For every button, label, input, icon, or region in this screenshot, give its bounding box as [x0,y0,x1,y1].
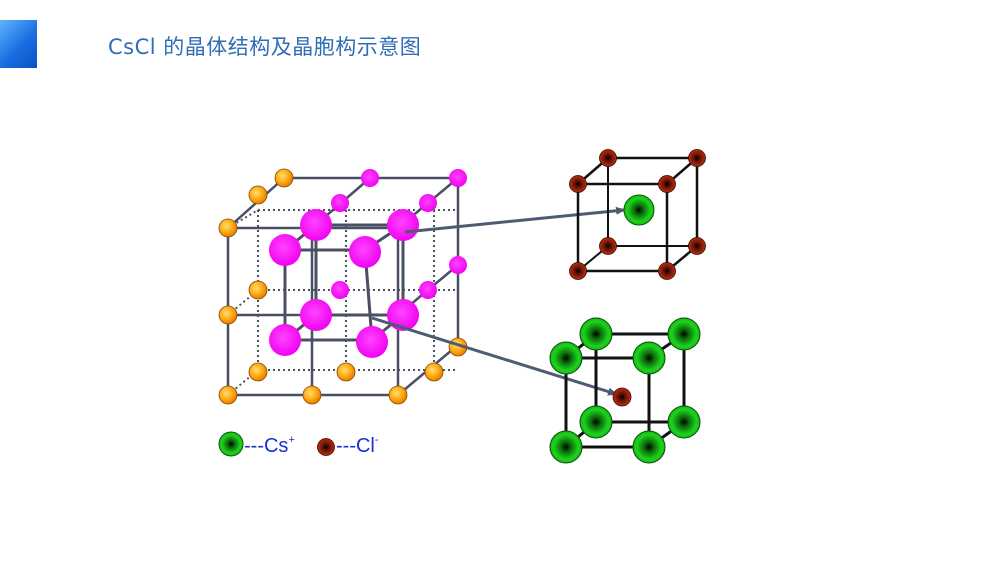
atom-magenta-small [419,194,437,212]
atom-magenta-small [449,256,467,274]
atom-magenta-large [269,234,301,266]
legend-cs-swatch [218,431,244,457]
atom-cs-corner [667,317,701,351]
atom-cl-corner [658,175,676,193]
legend: ---Cs+ ---Cl- [218,431,379,457]
atom-magenta-large [269,324,301,356]
atom-orange [218,305,238,325]
legend-cs-label: ---Cs+ [244,434,295,457]
page-title: CsCl 的晶体结构及晶胞构示意图 [108,35,422,59]
atom-cs-corner [632,341,666,375]
atom-cl-center [612,387,632,407]
unit-cell-cl-center [549,317,701,464]
atom-cl-corner [599,237,617,255]
atom-magenta-large [387,299,419,331]
atom-magenta-large [356,326,388,358]
atom-cs-corner [579,405,613,439]
atom-cs-corner [667,405,701,439]
atom-orange [248,362,268,382]
legend-cl-swatch [317,438,335,456]
corner-cs-atoms [549,317,701,464]
atom-magenta-small [331,281,349,299]
atom-cl-corner [688,149,706,167]
atom-cl-corner [599,149,617,167]
arrows [371,206,626,396]
atom-cs-center [623,194,655,226]
atom-orange [248,185,268,205]
atom-cs-corner [579,317,613,351]
corner-cl-atoms [569,149,706,280]
atom-orange [302,385,322,405]
atom-orange [218,385,238,405]
atom-orange [424,362,444,382]
atom-magenta-small [449,169,467,187]
atom-orange [218,218,238,238]
atom-cl-corner [569,262,587,280]
atom-magenta-small [361,169,379,187]
atom-cl-corner [688,237,706,255]
lattice-large-magenta-atoms [269,209,419,358]
lattice-small-magenta-atoms [331,169,467,299]
atom-magenta-large [300,299,332,331]
atom-magenta-large [387,209,419,241]
atom-magenta-large [300,209,332,241]
unit-cell-cs-center [569,149,706,280]
atom-cs-corner [549,341,583,375]
lattice [218,168,468,405]
legend-cl-label: ---Cl- [336,434,379,457]
arrow-to-cs-cell [404,206,626,234]
atom-magenta-large [349,236,381,268]
atom-orange [336,362,356,382]
atom-cl-corner [658,262,676,280]
atom-cs-corner [549,430,583,464]
atom-cs-corner [632,430,666,464]
atom-magenta-small [331,194,349,212]
atom-orange [388,385,408,405]
atom-magenta-small [419,281,437,299]
arrow-to-cl-cell [371,316,618,396]
atom-orange [248,280,268,300]
atom-orange [274,168,294,188]
corner-accent [0,20,37,68]
atom-cl-corner [569,175,587,193]
